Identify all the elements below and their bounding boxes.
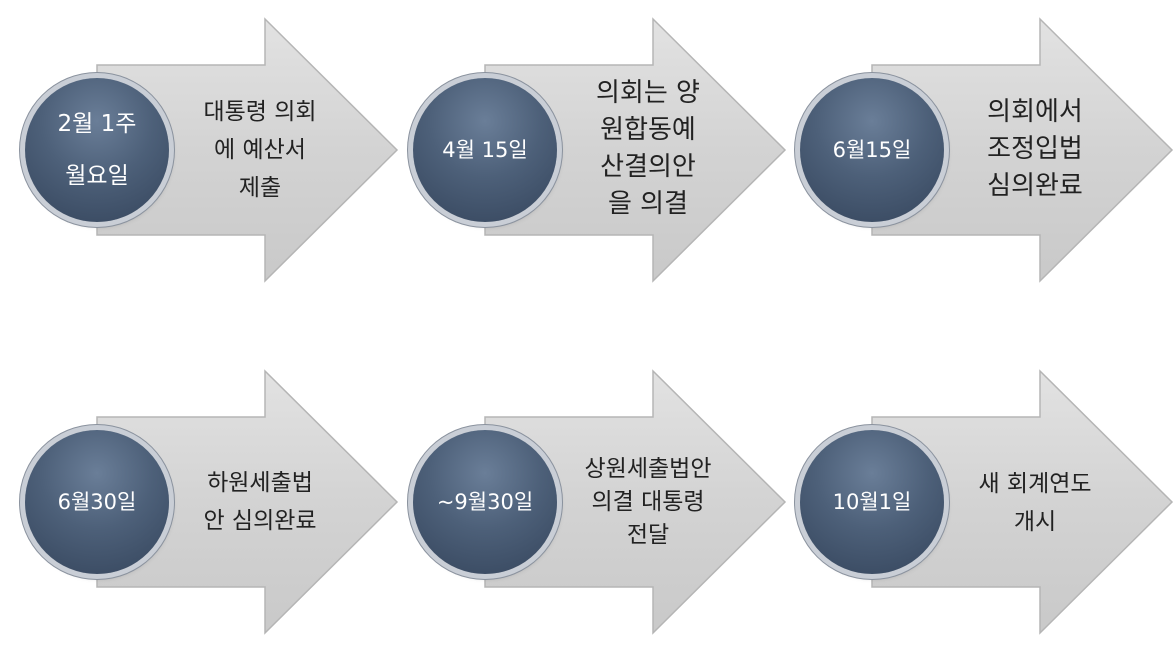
description-line: 의결 대통령 — [591, 488, 705, 515]
date-badge: ~9월30일 — [413, 430, 557, 574]
arrow-shape — [96, 369, 399, 635]
process-step-3: 6월15일 의회에서 조정입법 심의완료 — [800, 17, 1174, 283]
description-line: 전달 — [626, 521, 670, 548]
date-line: 6월30일 — [57, 490, 137, 514]
step-description: 상원세출법안 의결 대통령 전달 — [563, 449, 733, 555]
description-line: 새 회계연도 — [978, 471, 1092, 497]
description-line: 하원세출법 — [207, 470, 313, 496]
description-line: 산결의안 — [600, 152, 696, 182]
process-step-2: 4월 15일 의회는 양 원합동예 산결의안 을 의결 — [413, 17, 795, 283]
arrow-shape — [484, 17, 787, 283]
description-line: 상원세출법안 — [584, 455, 712, 482]
description-line: 조정입법 — [987, 133, 1083, 164]
step-description: 새 회계연도 개시 — [950, 465, 1120, 541]
date-line: 4월 15일 — [442, 138, 528, 162]
description-line: 에 예산서 — [214, 137, 306, 163]
arrow-shape — [871, 17, 1174, 283]
date-badge: 6월15일 — [800, 78, 944, 222]
arrow-shape — [871, 369, 1174, 635]
description-line: 대통령 의회 — [203, 99, 317, 125]
date-badge: 10월1일 — [800, 430, 944, 574]
step-description: 하원세출법 안 심의완료 — [175, 461, 345, 543]
description-line: 원합동예 — [600, 115, 696, 145]
process-step-5: ~9월30일 상원세출법안 의결 대통령 전달 — [413, 369, 795, 635]
step-description: 의회는 양 원합동예 산결의안 을 의결 — [563, 69, 733, 229]
description-line: 을 의결 — [607, 189, 689, 219]
date-badge: 4월 15일 — [413, 78, 557, 222]
date-badge: 6월30일 — [25, 430, 169, 574]
step-description: 대통령 의회 에 예산서 제출 — [175, 91, 345, 209]
description-line: 안 심의완료 — [203, 508, 317, 534]
process-step-1: 2월 1주 월요일 대통령 의회 에 예산서 제출 — [25, 17, 407, 283]
description-line: 의회는 양 — [596, 78, 700, 108]
arrow-shape — [484, 369, 787, 635]
step-description: 의회에서 조정입법 심의완료 — [950, 87, 1120, 211]
description-line: 제출 — [238, 175, 282, 201]
date-badge: 2월 1주 월요일 — [25, 78, 169, 222]
description-line: 심의완료 — [987, 170, 1083, 201]
date-line: 10월1일 — [832, 490, 912, 514]
date-line: 6월15일 — [832, 138, 912, 162]
date-line: ~9월30일 — [436, 490, 534, 514]
description-line: 의회에서 — [987, 96, 1083, 127]
process-step-6: 10월1일 새 회계연도 개시 — [800, 369, 1174, 635]
process-step-4: 6월30일 하원세출법 안 심의완료 — [25, 369, 407, 635]
date-line: 2월 1주 — [57, 111, 137, 137]
arrow-shape — [96, 17, 399, 283]
date-line: 월요일 — [65, 163, 129, 189]
description-line: 개시 — [1013, 509, 1057, 535]
